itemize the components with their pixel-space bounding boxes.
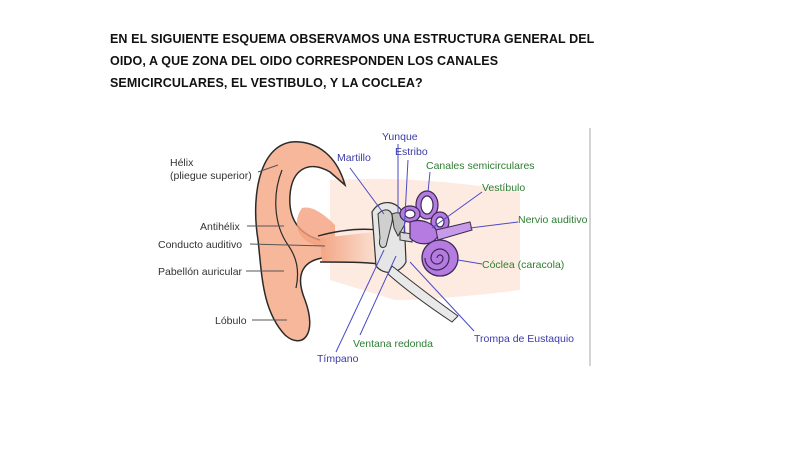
label-coclea: Cóclea (caracola) <box>482 259 564 271</box>
label-canales-semicirculares: Canales semicirculares <box>426 160 535 172</box>
label-helix: Hélix <box>170 157 194 169</box>
trompa-eustaquio <box>387 265 459 323</box>
label-pabellon-auricular: Pabellón auricular <box>158 266 243 278</box>
pinna <box>254 141 347 342</box>
label-martillo: Martillo <box>337 152 371 164</box>
question-line-1: EN EL SIGUIENTE ESQUEMA OBSERVAMOS UNA E… <box>110 32 595 46</box>
question-text: EN EL SIGUIENTE ESQUEMA OBSERVAMOS UNA E… <box>110 28 630 94</box>
label-timpano: Tímpano <box>317 353 359 365</box>
estribo-bone <box>399 231 413 243</box>
label-lobulo: Lóbulo <box>215 315 247 327</box>
left-leaders <box>246 164 326 321</box>
label-ventana-redonda: Ventana redonda <box>353 338 433 350</box>
question-line-2: OIDO, A QUE ZONA DEL OIDO CORRESPONDEN L… <box>110 54 499 68</box>
label-vestibulo: Vestíbulo <box>482 182 525 194</box>
coclea-structure <box>421 239 459 277</box>
martillo-bone <box>377 209 393 249</box>
label-antihelix: Antihélix <box>200 221 240 233</box>
label-conducto-auditivo: Conducto auditivo <box>158 239 242 251</box>
ear-canal <box>320 232 380 262</box>
label-estribo: Estribo <box>395 146 428 158</box>
question-line-3: SEMICIRCULARES, EL VESTIBULO, Y LA COCLE… <box>110 76 423 90</box>
concha <box>296 207 335 246</box>
nervio-auditivo-structure <box>435 221 473 241</box>
label-yunque: Yunque <box>382 131 418 143</box>
label-trompa-eustaquio: Trompa de Eustaquio <box>474 333 574 345</box>
label-helix-sub: (pliegue superior) <box>170 170 252 182</box>
label-nervio-auditivo: Nervio auditivo <box>518 214 588 226</box>
right-leaders <box>335 144 519 353</box>
